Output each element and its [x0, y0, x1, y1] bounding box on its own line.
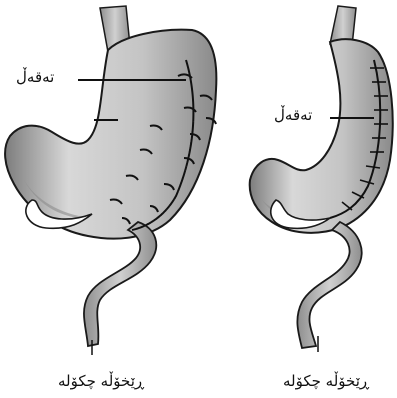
right-panel [250, 6, 393, 352]
left-stomach-label: تەقەڵ [16, 68, 54, 86]
left-panel [5, 6, 216, 355]
right-stomach-label: تەقەڵ [274, 106, 312, 124]
left-intestine-label: ڕێخۆڵە چکۆلە [58, 372, 144, 390]
left-small-intestine [84, 222, 156, 346]
right-small-intestine [297, 222, 361, 348]
right-intestine-label: ڕێخۆڵە چکۆلە [283, 372, 369, 390]
